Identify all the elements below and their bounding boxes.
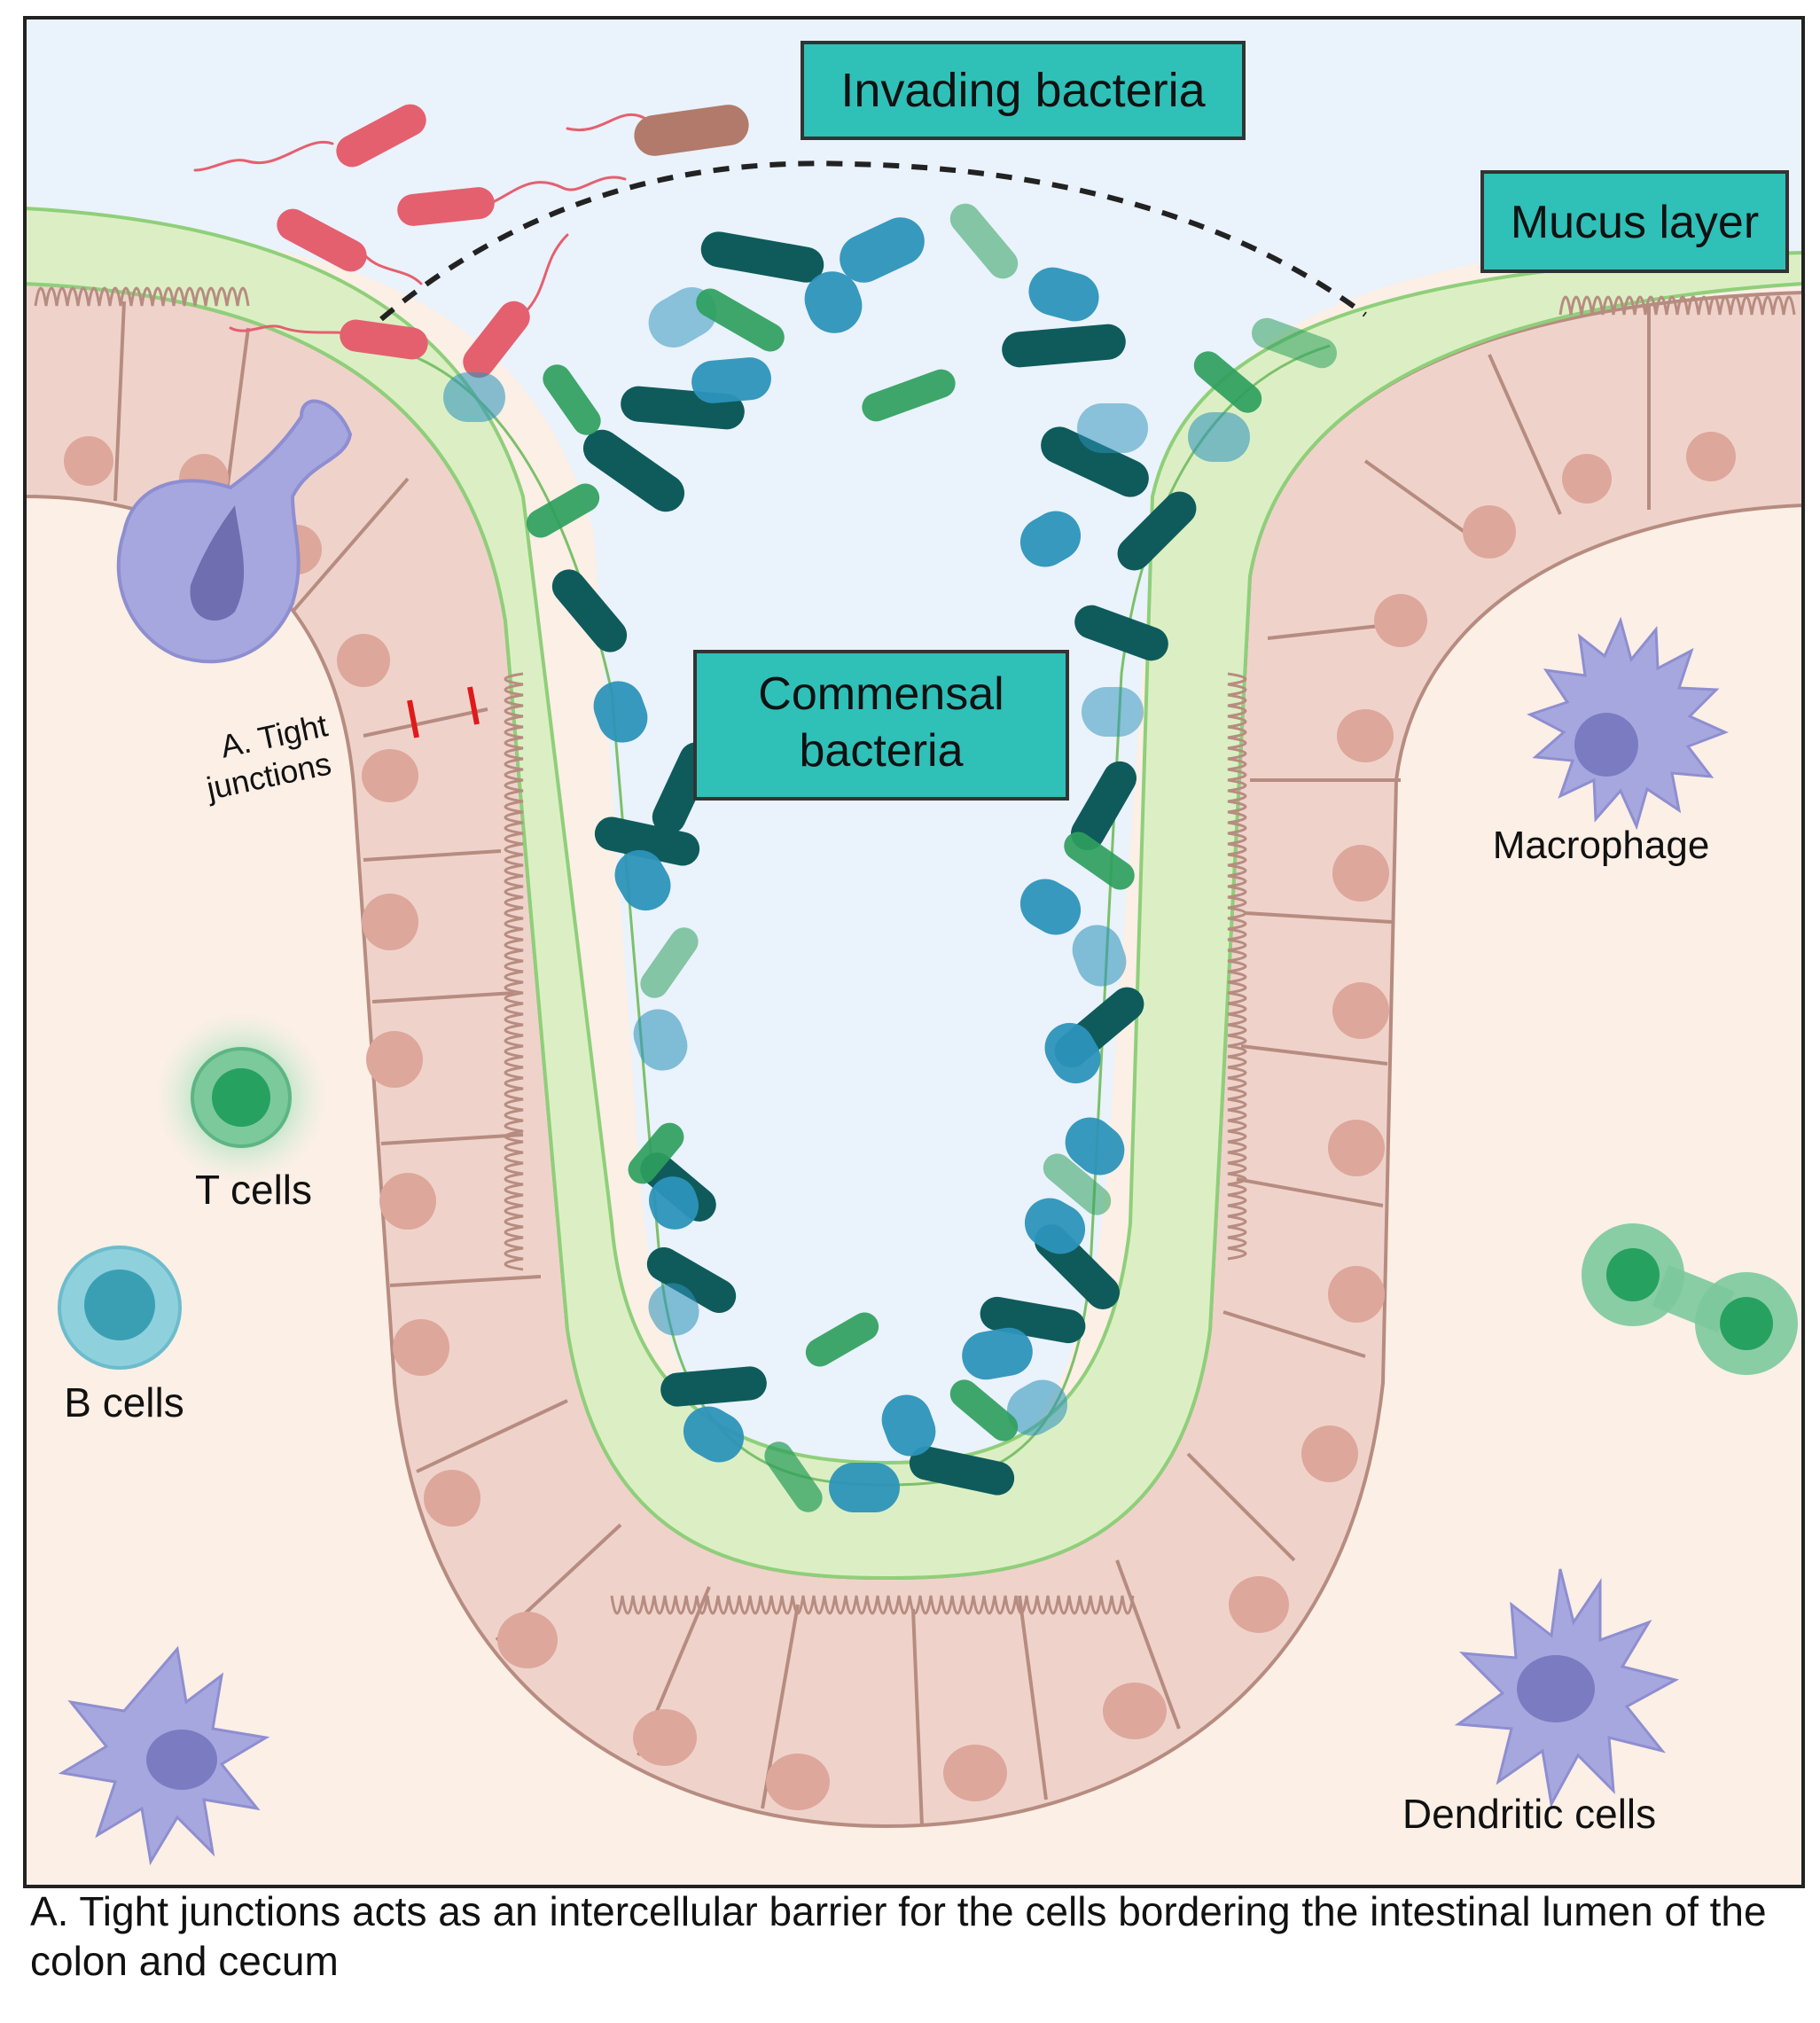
invading-bacterium — [277, 208, 367, 272]
macrophage-label: Macrophage — [1493, 824, 1710, 867]
dendritic-cell-left — [58, 1645, 270, 1866]
epithelial-nuclei — [64, 432, 1736, 1810]
invading-bacterium — [336, 104, 426, 168]
figure-caption: A. Tight junctions acts as an intercellu… — [30, 1888, 1767, 1984]
commensal-text-line2: bacteria — [800, 725, 964, 777]
tight-junction-marks — [407, 686, 480, 738]
mucus-layer-text: Mucus layer — [1511, 197, 1759, 248]
invading-bacterium — [397, 187, 495, 226]
dendritic-cell-right — [1454, 1568, 1680, 1808]
mucus-layer-label: Mucus layer — [1480, 170, 1789, 273]
immune-cell-upper-left — [116, 399, 353, 664]
invading-bacteria-text: Invading bacteria — [840, 64, 1206, 117]
b-cells-label: B cells — [64, 1379, 184, 1425]
figure-frame — [23, 16, 1805, 1888]
invading-bacterium — [463, 301, 530, 379]
microvilli-border — [34, 286, 1796, 1615]
invading-bacterium — [340, 319, 428, 360]
dividing-t-cell — [1582, 1223, 1798, 1375]
t-cells-label: T cells — [195, 1167, 312, 1213]
b-cell — [58, 1246, 182, 1370]
dendritic-cells-label: Dendritic cells — [1402, 1791, 1656, 1837]
macrophage-cell — [1527, 616, 1729, 831]
t-cell — [157, 1013, 325, 1182]
commensal-bacteria — [443, 203, 1338, 1512]
commensal-text-line1: Commensal — [758, 668, 1004, 720]
commensal-bacteria-label: Commensal bacteria — [693, 650, 1069, 801]
invading-bacteria — [193, 104, 749, 379]
mucus-layer — [25, 206, 1803, 1581]
invading-bacteria-label: Invading bacteria — [801, 41, 1246, 140]
invading-bacterium-brown — [634, 105, 749, 156]
